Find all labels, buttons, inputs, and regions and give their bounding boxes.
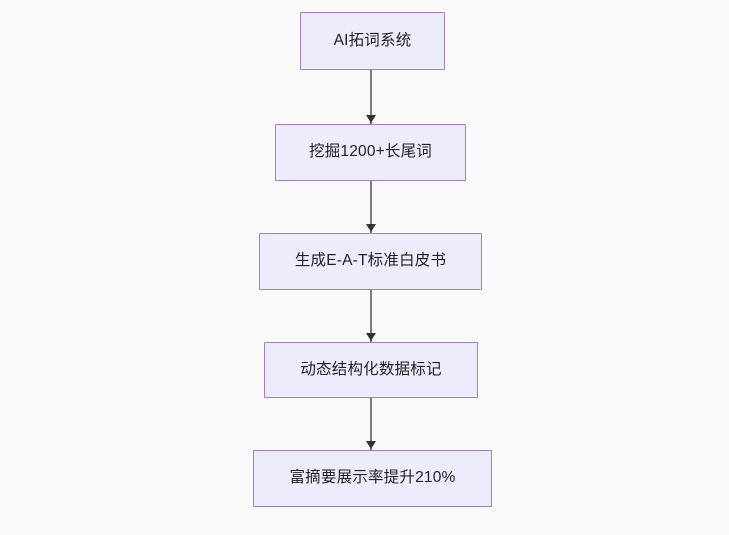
- flow-node-label: 生成E-A-T标准白皮书: [294, 252, 447, 270]
- flow-edge-n1-n2: [366, 70, 376, 124]
- flow-node-label: AI拓词系统: [333, 31, 412, 49]
- flow-node-mine-longtail-keywords[interactable]: 挖掘1200+长尾词: [275, 124, 466, 181]
- flow-node-label: 动态结构化数据标记: [300, 360, 442, 378]
- arrow-down-icon: [366, 224, 376, 232]
- arrow-down-icon: [366, 333, 376, 341]
- arrow-down-icon: [366, 115, 376, 123]
- flow-edge-n2-n3: [366, 181, 376, 233]
- edge-line: [370, 398, 372, 450]
- flow-node-dynamic-structured-data-markup[interactable]: 动态结构化数据标记: [264, 342, 478, 398]
- flow-edge-n3-n4: [366, 290, 376, 342]
- edge-line: [370, 70, 372, 124]
- flow-node-ai-keyword-system[interactable]: AI拓词系统: [300, 12, 445, 70]
- flow-node-label: 挖掘1200+长尾词: [308, 143, 433, 161]
- edge-line: [370, 181, 372, 233]
- flow-node-label: 富摘要展示率提升210%: [289, 469, 456, 487]
- arrow-down-icon: [366, 441, 376, 449]
- flow-node-rich-snippet-impression-uplift[interactable]: 富摘要展示率提升210%: [253, 450, 492, 507]
- flow-edge-n4-n5: [366, 398, 376, 450]
- flow-node-generate-eat-whitepaper[interactable]: 生成E-A-T标准白皮书: [259, 233, 482, 290]
- edge-line: [370, 290, 372, 342]
